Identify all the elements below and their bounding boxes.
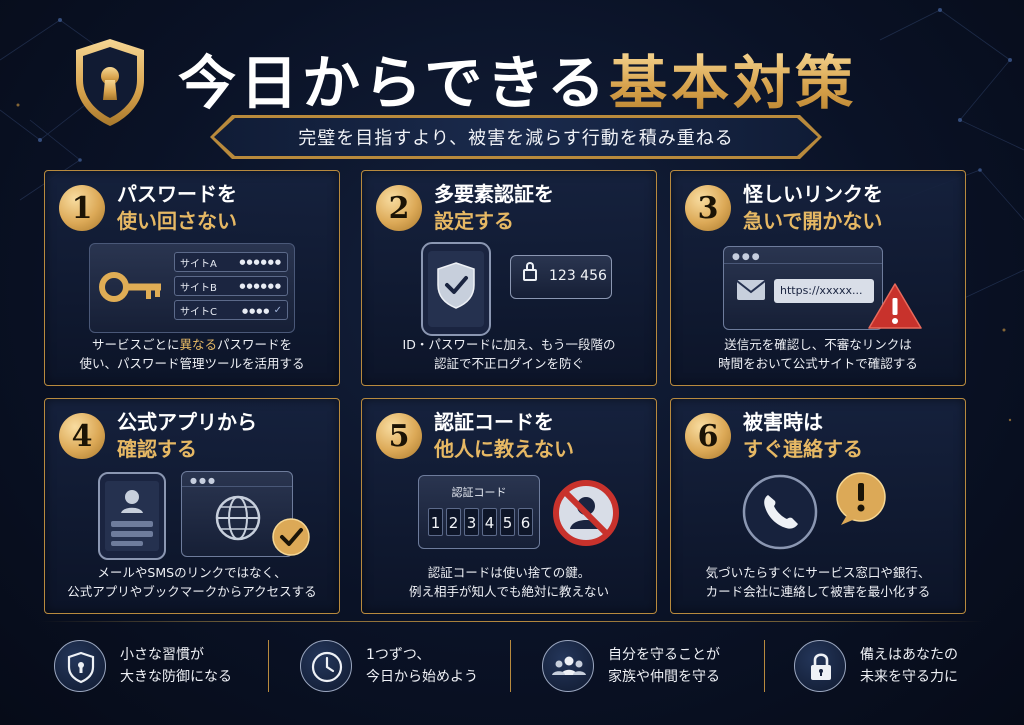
footer: 小さな習慣が大きな防御になる 1つずつ、今日から始めよう 自分を守ることが家族や… — [40, 630, 984, 702]
no-person-icon — [553, 480, 619, 546]
footer-item: 自分を守ることが家族や仲間を守る — [528, 630, 764, 702]
alert-bubble-icon — [836, 472, 886, 525]
site-row: サイトA●●●●●● — [174, 252, 288, 272]
footer-item: 1つずつ、今日から始めよう — [286, 630, 522, 702]
card-mfa: 2 多要素認証を 設定する 123 456 ID・パスワードに加え、もう一段階の… — [361, 170, 657, 386]
browser-window: ●●● https://xxxxx... — [723, 246, 883, 330]
auth-code-label: 認証コード — [451, 486, 507, 499]
check-icon: ✓ — [273, 304, 282, 316]
title-white: 今日からできる — [178, 49, 610, 117]
site-row: サイトB●●●●●● — [174, 276, 288, 296]
card-number: 6 — [685, 413, 731, 459]
page-title: 今日からできる基本対策 — [178, 40, 938, 126]
card-number: 5 — [376, 413, 422, 459]
card-password: 1 パスワードを 使い回さない サイトA●●●●●● サイトB●●●●●● サイ… — [44, 170, 340, 386]
footer-separator — [40, 621, 984, 622]
card-auth-code: 5 認証コードを 他人に教えない 認証コード 1 2 3 4 5 6 認証コード… — [361, 398, 657, 614]
card-title: 多要素認証を 設定する — [434, 182, 554, 233]
card-description: 気づいたらすぐにサービス窓口や銀行、 カード会社に連絡して被害を最小化する — [705, 565, 931, 599]
card-number: 2 — [376, 185, 422, 231]
card-title: パスワードを 使い回さない — [117, 182, 237, 233]
mfa-code: 123 456 — [549, 268, 607, 284]
browser-globe-window: ●●● — [181, 471, 293, 557]
warning-icon — [868, 283, 922, 329]
card-title: 被害時は すぐ連絡する — [743, 410, 863, 461]
window-dots: ●●● — [732, 252, 762, 262]
site-row: サイトC●●●● ✓ — [174, 300, 288, 320]
phone-call-icon — [742, 474, 818, 550]
auth-code-panel: 認証コード 1 2 3 4 5 6 — [418, 475, 540, 549]
footer-divider — [764, 640, 765, 692]
header: 今日からできる基本対策 — [0, 22, 1024, 126]
auth-code-digits: 1 2 3 4 5 6 — [428, 508, 533, 536]
card-official-app: 4 公式アプリから 確認する ●●● メールやSMSのリンクではなく、 公式アプ… — [44, 398, 340, 614]
subtitle-ribbon: 完璧を目指すより、被害を減らす行動を積み重ねる — [214, 117, 818, 157]
phone-app-icon — [98, 472, 166, 560]
globe-icon — [215, 495, 261, 541]
code-bubble: 123 456 — [510, 255, 612, 299]
mail-icon — [736, 280, 766, 300]
clock-icon — [300, 640, 352, 692]
footer-divider — [510, 640, 511, 692]
password-manager-panel: サイトA●●●●●● サイトB●●●●●● サイトC●●●● ✓ — [89, 243, 295, 333]
card-description: サービスごとに異なるパスワードを 使い、パスワード管理ツールを活用する — [79, 337, 305, 371]
card-report-damage: 6 被害時は すぐ連絡する 気づいたらすぐにサービス窓口や銀行、 カード会社に連… — [670, 398, 966, 614]
card-description: メールやSMSのリンクではなく、 公式アプリやブックマークからアクセスする — [67, 565, 317, 599]
card-title: 認証コードを 他人に教えない — [434, 410, 574, 461]
shield-keyhole-icon — [76, 39, 144, 126]
card-title: 公式アプリから 確認する — [117, 410, 257, 461]
card-number: 1 — [59, 185, 105, 231]
footer-item: 小さな習慣が大きな防御になる — [40, 630, 276, 702]
card-title: 怪しいリンクを 急いで開かない — [743, 182, 883, 233]
card-number: 3 — [685, 185, 731, 231]
card-description: 認証コードは使い捨ての鍵。 例え相手が知人でも絶対に教えない — [408, 565, 609, 599]
key-icon — [99, 272, 161, 302]
card-suspicious-link: 3 怪しいリンクを 急いで開かない ●●● https://xxxxx... 送… — [670, 170, 966, 386]
family-icon — [542, 640, 594, 692]
title-gold: 基本対策 — [609, 49, 858, 117]
shield-icon — [54, 640, 106, 692]
footer-item: 備えはあなたの未来を守る力に — [780, 630, 1016, 702]
card-number: 4 — [59, 413, 105, 459]
phone-shield-icon — [421, 242, 491, 336]
check-circle-icon — [272, 518, 310, 556]
card-description: ID・パスワードに加え、もう一段階の 認証で不正ログインを防ぐ — [402, 337, 616, 371]
card-description: 送信元を確認し、不審なリンクは 時間をおいて公式サイトで確認する — [718, 337, 918, 371]
lock-shackle — [526, 262, 534, 271]
footer-divider — [268, 640, 269, 692]
lock-icon — [794, 640, 846, 692]
url-field: https://xxxxx... — [774, 279, 874, 303]
